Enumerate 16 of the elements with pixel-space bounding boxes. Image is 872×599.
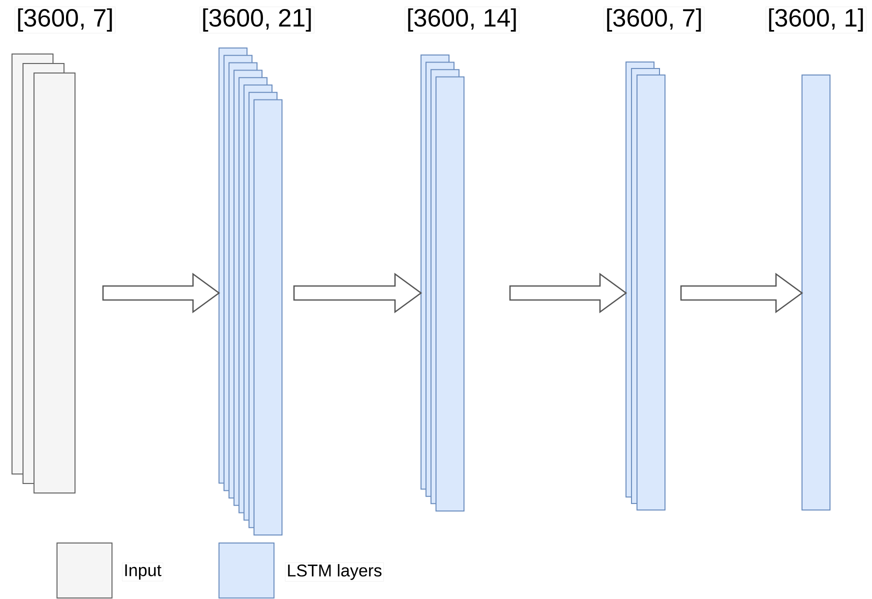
layer-stack: [404, 6, 520, 512]
layer-stack: [604, 6, 704, 510]
layer-stack: [200, 6, 314, 536]
shape-label: [3600, 7]: [14, 6, 116, 34]
legend-label: Input: [122, 562, 164, 582]
shape-label: [3600, 7]: [604, 6, 704, 34]
shape-label: [3600, 1]: [766, 6, 866, 34]
shape-label: [3600, 21]: [200, 6, 314, 34]
block-arrow: [293, 272, 422, 314]
block-arrow: [680, 272, 804, 314]
block-arrow: [102, 272, 220, 314]
layer-stack: [12, 6, 116, 494]
shape-label: [3600, 14]: [404, 6, 520, 34]
legend-label: LSTM layers: [285, 562, 384, 582]
layer-stack: [766, 6, 866, 510]
block-arrow: [509, 272, 628, 314]
